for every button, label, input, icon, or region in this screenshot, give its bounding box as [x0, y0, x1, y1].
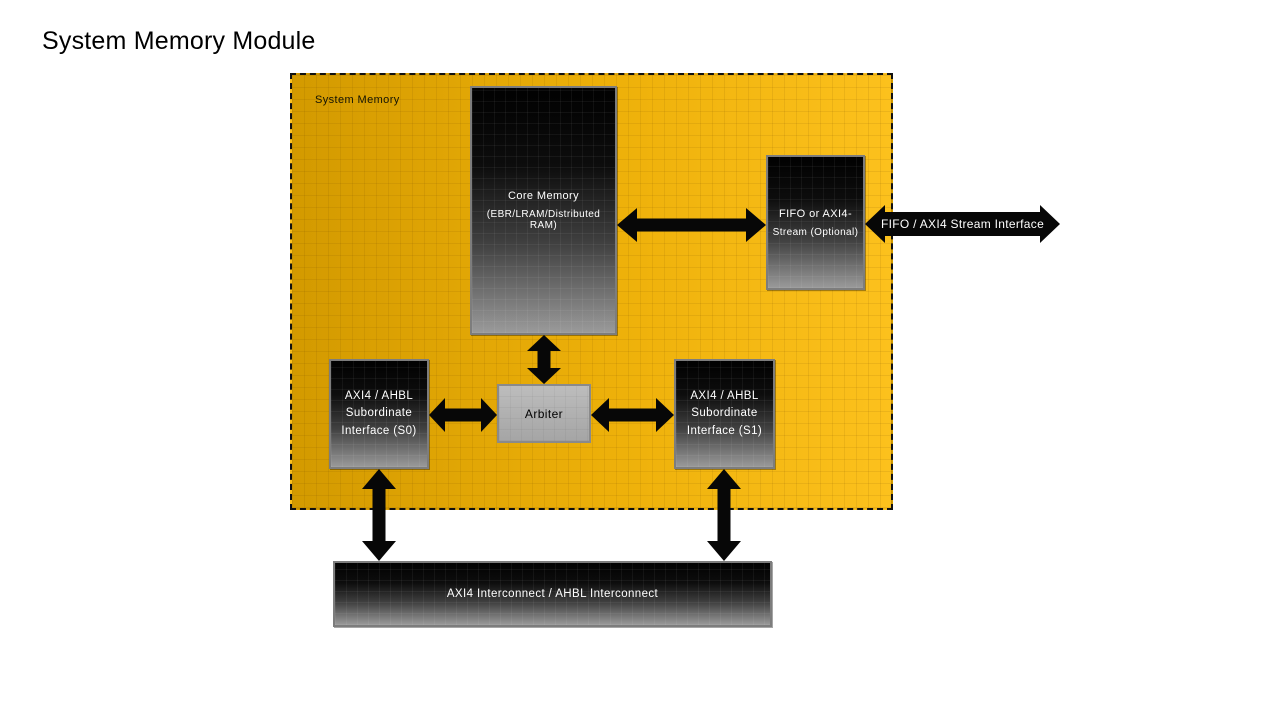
double-arrow-stream-interface-icon — [865, 205, 1060, 243]
system-memory-container-label: System Memory — [315, 94, 400, 106]
page-title: System Memory Module — [42, 27, 316, 55]
s0-label-line2: Subordinate — [345, 407, 413, 420]
double-arrow-core-fifo-icon — [617, 208, 766, 242]
fifo-label-line1: FIFO or AXI4- — [778, 207, 853, 220]
double-arrow-s0-interconnect-icon — [362, 469, 396, 561]
s0-label-line1: AXI4 / AHBL — [344, 389, 414, 402]
arbiter-block: Arbiter — [497, 384, 591, 443]
double-arrow-arbiter-s1-icon — [591, 398, 674, 432]
fifo-block: FIFO or AXI4- Stream (Optional) — [766, 155, 865, 290]
double-arrow-core-arbiter-icon — [527, 335, 561, 384]
double-arrow-s1-interconnect-icon — [707, 469, 741, 561]
interconnect-block: AXI4 Interconnect / AHBL Interconnect — [333, 561, 772, 627]
double-arrow-stream-interface: FIFO / AXI4 Stream Interface — [865, 205, 1060, 243]
arbiter-label: Arbiter — [524, 406, 564, 421]
core-memory-title: Core Memory — [507, 190, 580, 202]
double-arrow-s0-arbiter-icon — [429, 398, 497, 432]
fifo-label-line2: Stream (Optional) — [772, 226, 859, 238]
s1-label-line1: AXI4 / AHBL — [690, 389, 759, 402]
s0-label-line3: Interface (S0) — [341, 424, 417, 437]
s1-label-line2: Subordinate — [691, 407, 758, 420]
interconnect-label: AXI4 Interconnect / AHBL Interconnect — [446, 588, 659, 600]
subordinate-interface-s0-block: AXI4 / AHBL Subordinate Interface (S0) — [329, 359, 429, 469]
stream-interface-label: FIFO / AXI4 Stream Interface — [880, 217, 1045, 231]
subordinate-interface-s1-block: AXI4 / AHBL Subordinate Interface (S1) — [674, 359, 775, 469]
core-memory-block: Core Memory (EBR/LRAM/Distributed RAM) — [470, 86, 617, 335]
core-memory-subtitle: (EBR/LRAM/Distributed RAM) — [486, 209, 601, 231]
s1-label-line3: Interface (S1) — [686, 424, 763, 437]
